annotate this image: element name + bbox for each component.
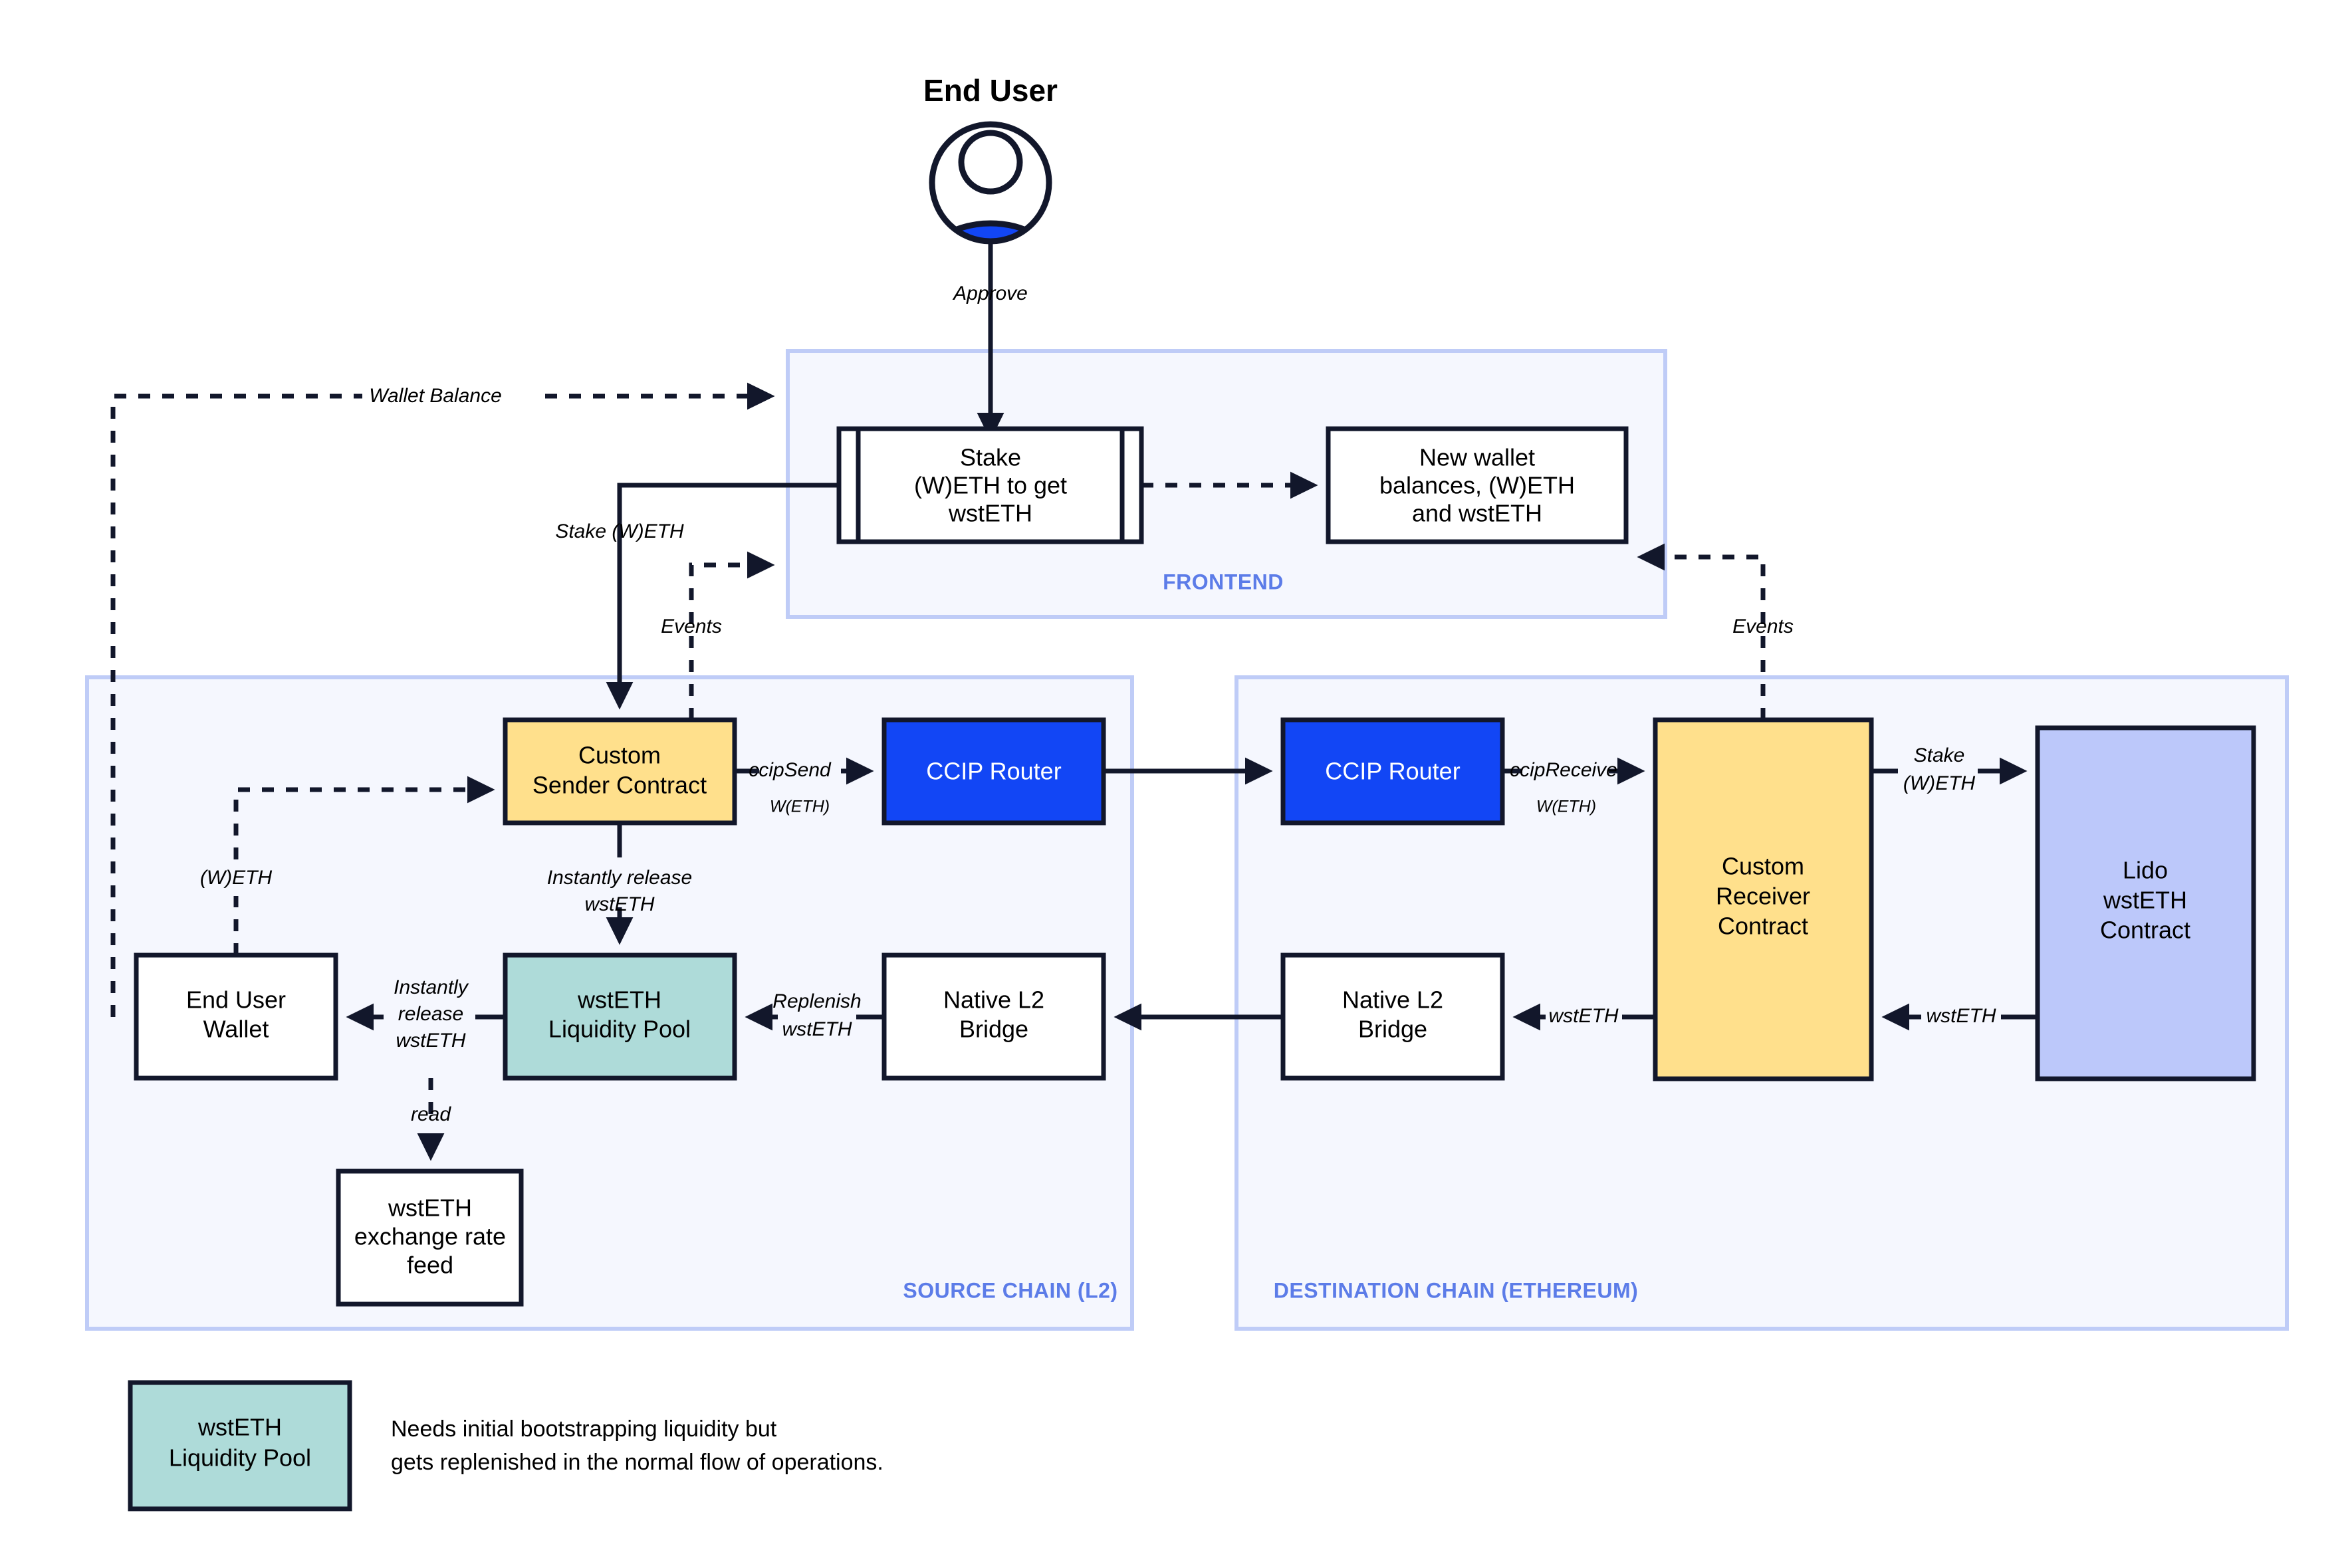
source-chain-label: SOURCE CHAIN (L2) xyxy=(903,1278,1117,1302)
node-ccip-router-source[interactable]: CCIP Router xyxy=(881,717,1106,826)
user-avatar-icon xyxy=(929,121,1052,245)
ccip-router-source-label: CCIP Router xyxy=(926,758,1061,785)
native-bridge-destination-line-2: Bridge xyxy=(1358,1016,1427,1043)
new-balances-line-2: balances, (W)ETH xyxy=(1379,472,1575,499)
new-balances-line-1: New wallet xyxy=(1419,444,1535,471)
legend-swatch-line-2: Liquidity Pool xyxy=(169,1444,311,1472)
stake-form-line-1: Stake xyxy=(960,444,1021,471)
wsteth-pool-line-1: wstETH xyxy=(577,986,661,1014)
legend-note-line-1: Needs initial bootstrapping liquidity bu… xyxy=(391,1416,777,1442)
edge-ccip-send: ccipSend W(ETH) xyxy=(735,757,874,816)
edge-label-wsteth-receiver: wstETH xyxy=(1549,1005,1619,1027)
new-balances-line-3: and wstETH xyxy=(1412,500,1542,527)
edge-label-stake-lido-1: Stake xyxy=(1914,744,1965,766)
native-bridge-source-box xyxy=(881,952,1106,1081)
edge-label-approve: Approve xyxy=(952,282,1028,304)
wsteth-pool-line-2: Liquidity Pool xyxy=(548,1016,691,1043)
edge-label-ccip-send: ccipSend xyxy=(749,759,832,781)
node-wsteth-liquidity-pool[interactable]: wstETH Liquidity Pool xyxy=(503,952,737,1081)
stake-form-line-3: wstETH xyxy=(948,500,1032,527)
custom-receiver-line-1: Custom xyxy=(1722,853,1804,880)
native-bridge-source-line-1: Native L2 xyxy=(943,986,1044,1014)
rate-feed-box xyxy=(336,1169,524,1307)
edge-wsteth-lido-to-receiver: wstETH xyxy=(1881,1003,2038,1031)
edge-label-wsteth-lido: wstETH xyxy=(1927,1005,1996,1027)
legend-swatch-line-1: wstETH xyxy=(197,1414,282,1441)
node-native-bridge-destination[interactable]: Native L2 Bridge xyxy=(1280,952,1505,1081)
custom-sender-line-1: Custom xyxy=(578,742,661,769)
edge-events-left: Events xyxy=(661,551,775,720)
ccip-router-destination-box xyxy=(1280,717,1505,826)
edge-stake-weth: Stake (W)ETH xyxy=(555,483,837,710)
edge-instantly-release-pool: Instantly release wstETH xyxy=(547,823,692,945)
edge-label-stake-lido-2: (W)ETH xyxy=(1903,772,1976,794)
edge-approve: Approve xyxy=(952,242,1028,441)
ccip-router-destination-label: CCIP Router xyxy=(1325,758,1460,785)
edge-label-weth: (W)ETH xyxy=(200,867,273,889)
edge-label-stake-weth: Stake (W)ETH xyxy=(555,520,684,542)
edge-label-events-left: Events xyxy=(661,616,722,637)
edge-label-ccip-receive: ccipReceive xyxy=(1510,759,1617,781)
node-ccip-router-destination[interactable]: CCIP Router xyxy=(1280,717,1505,826)
legend: wstETH Liquidity Pool Needs initial boot… xyxy=(128,1380,883,1512)
edge-events-right: Events xyxy=(1637,543,1794,720)
page-title: End User xyxy=(923,73,1058,108)
native-bridge-source-line-2: Bridge xyxy=(959,1016,1028,1043)
new-balances-box xyxy=(1326,426,1629,544)
node-custom-receiver[interactable]: Custom Receiver Contract xyxy=(1653,717,1874,1081)
custom-sender-line-2: Sender Contract xyxy=(532,772,707,799)
ccip-router-source-box xyxy=(881,717,1106,826)
custom-receiver-line-2: Receiver xyxy=(1716,883,1810,910)
node-end-user-wallet[interactable]: End User Wallet xyxy=(134,952,338,1081)
lido-wsteth-line-3: Contract xyxy=(2100,917,2190,944)
label-backdrop xyxy=(362,380,535,412)
native-bridge-destination-line-1: Native L2 xyxy=(1342,986,1443,1014)
end-user-wallet-line-2: Wallet xyxy=(203,1016,269,1043)
node-rate-feed[interactable]: wstETH exchange rate feed xyxy=(336,1169,524,1307)
node-stake-form[interactable]: Stake (W)ETH to get wstETH xyxy=(836,426,1144,544)
edge-wallet-balance: Wallet Balance xyxy=(110,380,775,1017)
legend-note-line-2: gets replenished in the normal flow of o… xyxy=(391,1450,883,1475)
native-bridge-destination-box xyxy=(1280,952,1505,1081)
destination-chain-label: DESTINATION CHAIN (ETHEREUM) xyxy=(1274,1278,1639,1302)
edge-label-instantly-release-pool-2: wstETH xyxy=(585,893,655,915)
edge-label-instantly-release-pool-1: Instantly release xyxy=(547,867,692,889)
edge-sublabel-ccip-send: W(ETH) xyxy=(770,798,830,816)
lido-wsteth-line-2: wstETH xyxy=(2103,887,2187,914)
end-user-wallet-line-1: End User xyxy=(186,986,286,1014)
edge-label-wallet-balance: Wallet Balance xyxy=(369,385,502,407)
custom-receiver-line-3: Contract xyxy=(1718,913,1808,940)
edge-replenish: Replenish wstETH xyxy=(745,990,884,1040)
frontend-label: FRONTEND xyxy=(1163,570,1284,594)
custom-receiver-box xyxy=(1653,717,1874,1081)
label-backdrop xyxy=(186,864,286,896)
edge-ccip-receive: ccipReceive W(ETH) xyxy=(1502,757,1645,816)
edge-label-release-wallet-1: Instantly xyxy=(394,976,469,998)
edge-stake-weth-lido: Stake (W)ETH xyxy=(1871,744,2028,794)
node-lido-wsteth-contract[interactable]: Lido wstETH Contract xyxy=(2035,725,2256,1081)
edge-wsteth-receiver-to-bridge: wstETH xyxy=(1512,1003,1655,1031)
edge-read-feed: read xyxy=(411,1078,451,1161)
legend-swatch xyxy=(128,1380,352,1512)
edge-sublabel-ccip-receive: W(ETH) xyxy=(1536,798,1596,816)
rate-feed-line-3: feed xyxy=(407,1252,453,1279)
node-new-balances[interactable]: New wallet balances, (W)ETH and wstETH xyxy=(1326,426,1629,544)
stake-form-line-2: (W)ETH to get xyxy=(914,472,1067,499)
edge-weth-wallet-to-sender: (W)ETH xyxy=(186,776,495,955)
node-native-bridge-source[interactable]: Native L2 Bridge xyxy=(881,952,1106,1081)
node-custom-sender[interactable]: Custom Sender Contract xyxy=(503,717,737,826)
lido-wsteth-line-1: Lido xyxy=(2123,857,2168,884)
edge-label-replenish-1: Replenish xyxy=(772,990,861,1012)
rate-feed-line-2: exchange rate xyxy=(354,1223,506,1250)
edge-label-release-wallet-2: release xyxy=(398,1003,463,1025)
rate-feed-line-1: wstETH xyxy=(388,1194,472,1222)
edge-instantly-release-wallet: Instantly release wstETH xyxy=(346,976,505,1052)
edge-label-replenish-2: wstETH xyxy=(782,1018,852,1040)
lido-wsteth-box xyxy=(2035,725,2256,1081)
edge-label-events-right: Events xyxy=(1732,616,1794,637)
actor-end-user[interactable]: End User xyxy=(911,73,1070,351)
edge-label-read: read xyxy=(411,1103,451,1125)
edge-label-release-wallet-3: wstETH xyxy=(396,1030,466,1052)
